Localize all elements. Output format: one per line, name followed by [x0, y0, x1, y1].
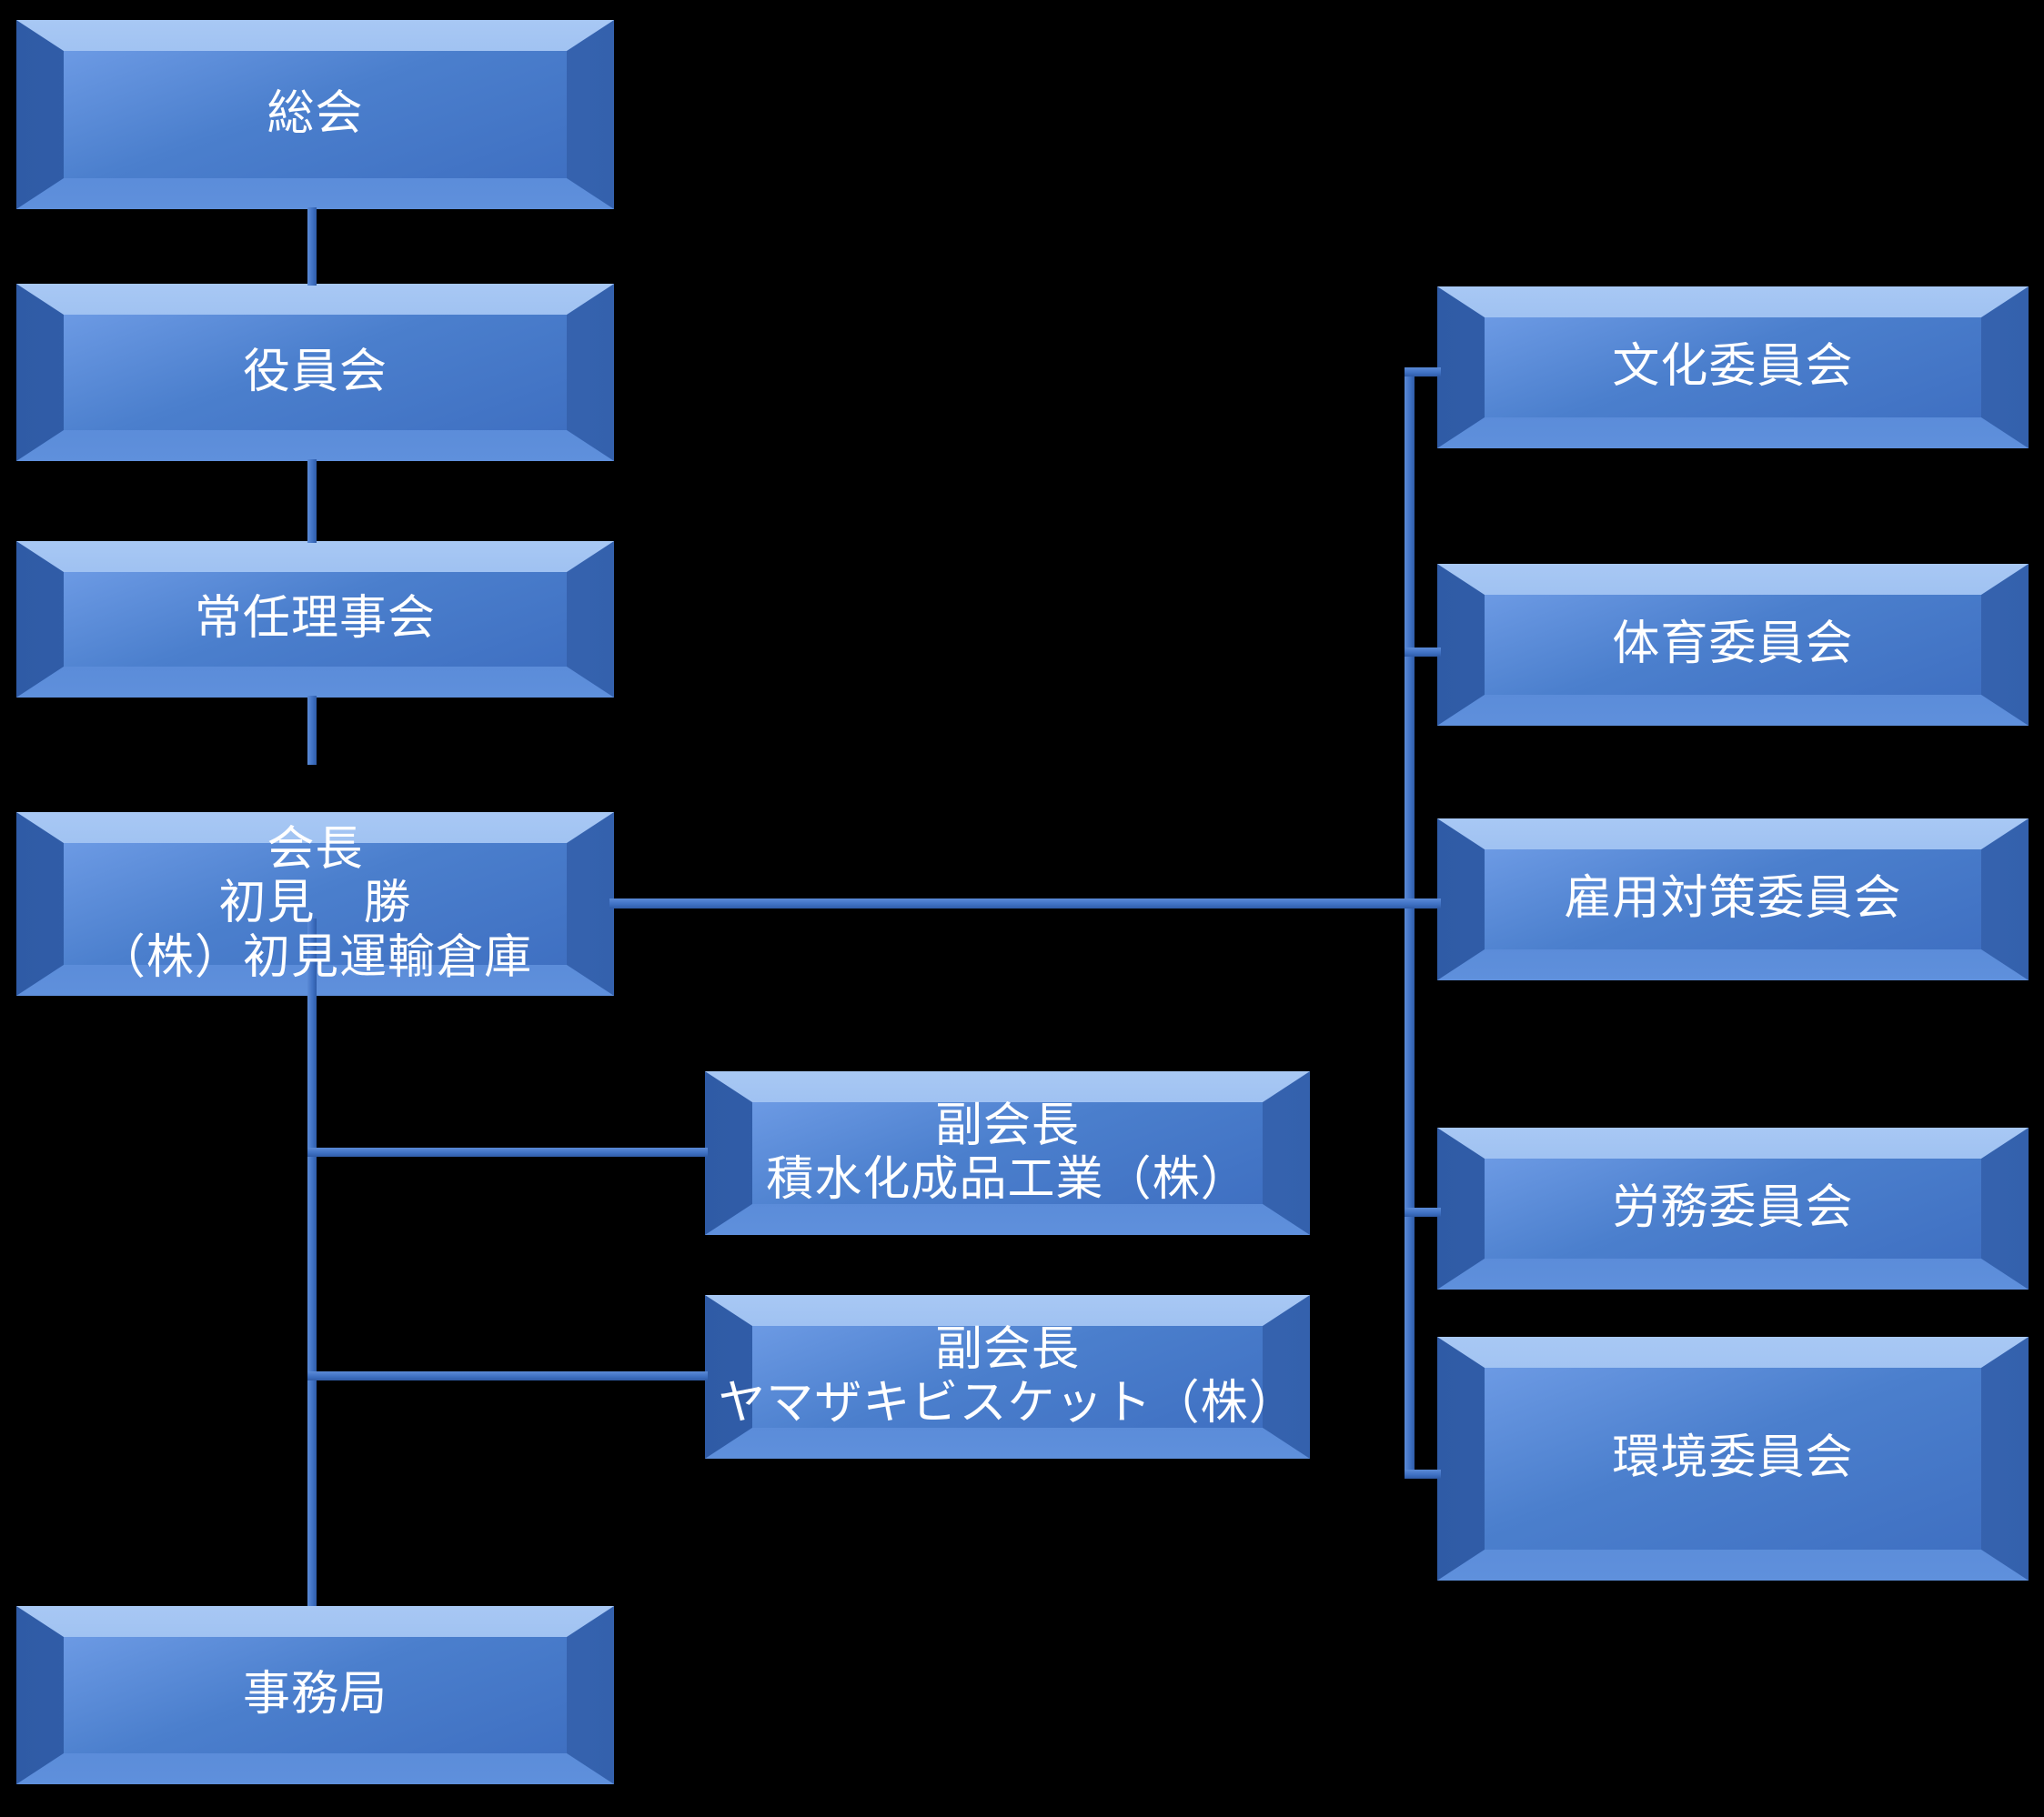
connector-president-to-vice-president-1	[307, 1148, 708, 1157]
connector-stub-committee-employment	[1405, 898, 1441, 908]
node-label: 環境委員会	[1437, 1337, 2029, 1581]
connector-president-to-vice-president-2	[307, 1371, 708, 1380]
node-label-line: 積水化成品工業（株）	[766, 1153, 1249, 1206]
node-label: 副会長 ヤマザキビスケット（株）	[705, 1295, 1310, 1459]
node-label-line: 事務局	[242, 1668, 388, 1722]
node-committee-labor[interactable]: 労務委員会	[1437, 1128, 2029, 1290]
node-label-line: ヤマザキビスケット（株）	[718, 1377, 1297, 1430]
connector-standing-directors-to-president	[307, 696, 317, 765]
node-label: 会長 初見 勝 （株）初見運輸倉庫	[16, 812, 614, 996]
connector-stub-committee-culture	[1405, 367, 1441, 376]
node-president[interactable]: 会長 初見 勝 （株）初見運輸倉庫	[16, 812, 614, 996]
node-label-line: 環境委員会	[1612, 1431, 1854, 1485]
connector-general-meeting-to-board	[307, 207, 317, 286]
connector-stub-committee-environment	[1405, 1470, 1441, 1479]
node-label-line: 副会長	[934, 1322, 1081, 1376]
node-label-line: 常任理事会	[194, 592, 437, 646]
node-vice-president-1[interactable]: 副会長 積水化成品工業（株）	[705, 1071, 1310, 1235]
node-committee-culture[interactable]: 文化委員会	[1437, 286, 2029, 448]
node-secretariat[interactable]: 事務局	[16, 1606, 614, 1784]
connector-board-to-standing-directors	[307, 459, 317, 543]
connector-stub-committee-labor	[1405, 1208, 1441, 1217]
node-label: 雇用対策委員会	[1437, 818, 2029, 980]
node-standing-directors[interactable]: 常任理事会	[16, 541, 614, 698]
node-vice-president-2[interactable]: 副会長 ヤマザキビスケット（株）	[705, 1295, 1310, 1459]
node-label-line: 総会	[267, 87, 364, 141]
connector-president-trunk-vertical	[307, 919, 317, 1606]
node-label: 体育委員会	[1437, 564, 2029, 726]
node-label: 副会長 積水化成品工業（株）	[705, 1071, 1310, 1235]
connector-president-to-committees	[609, 898, 1441, 908]
node-label: 総会	[16, 20, 614, 209]
node-label: 労務委員会	[1437, 1128, 2029, 1290]
node-label: 常任理事会	[16, 541, 614, 698]
node-label-line: 雇用対策委員会	[1564, 872, 1902, 926]
node-label: 文化委員会	[1437, 286, 2029, 448]
node-label-line: 労務委員会	[1612, 1181, 1854, 1235]
node-label-line: 役員会	[242, 345, 388, 398]
connector-stub-committee-sports	[1405, 647, 1441, 657]
node-label-line: 体育委員会	[1612, 617, 1854, 671]
node-label-line: 初見 勝	[218, 877, 412, 930]
node-committee-sports[interactable]: 体育委員会	[1437, 564, 2029, 726]
node-committee-environment[interactable]: 環境委員会	[1437, 1337, 2029, 1581]
node-label: 事務局	[16, 1606, 614, 1784]
node-committee-employment[interactable]: 雇用対策委員会	[1437, 818, 2029, 980]
connector-committees-trunk-vertical	[1405, 367, 1415, 1479]
node-label: 役員会	[16, 284, 614, 461]
node-general-meeting[interactable]: 総会	[16, 20, 614, 209]
node-label-line: 文化委員会	[1612, 340, 1854, 394]
node-label-line: 会長	[267, 823, 364, 877]
node-board-of-officers[interactable]: 役員会	[16, 284, 614, 461]
node-label-line: 副会長	[934, 1099, 1081, 1152]
node-label-line: （株）初見運輸倉庫	[97, 930, 533, 984]
